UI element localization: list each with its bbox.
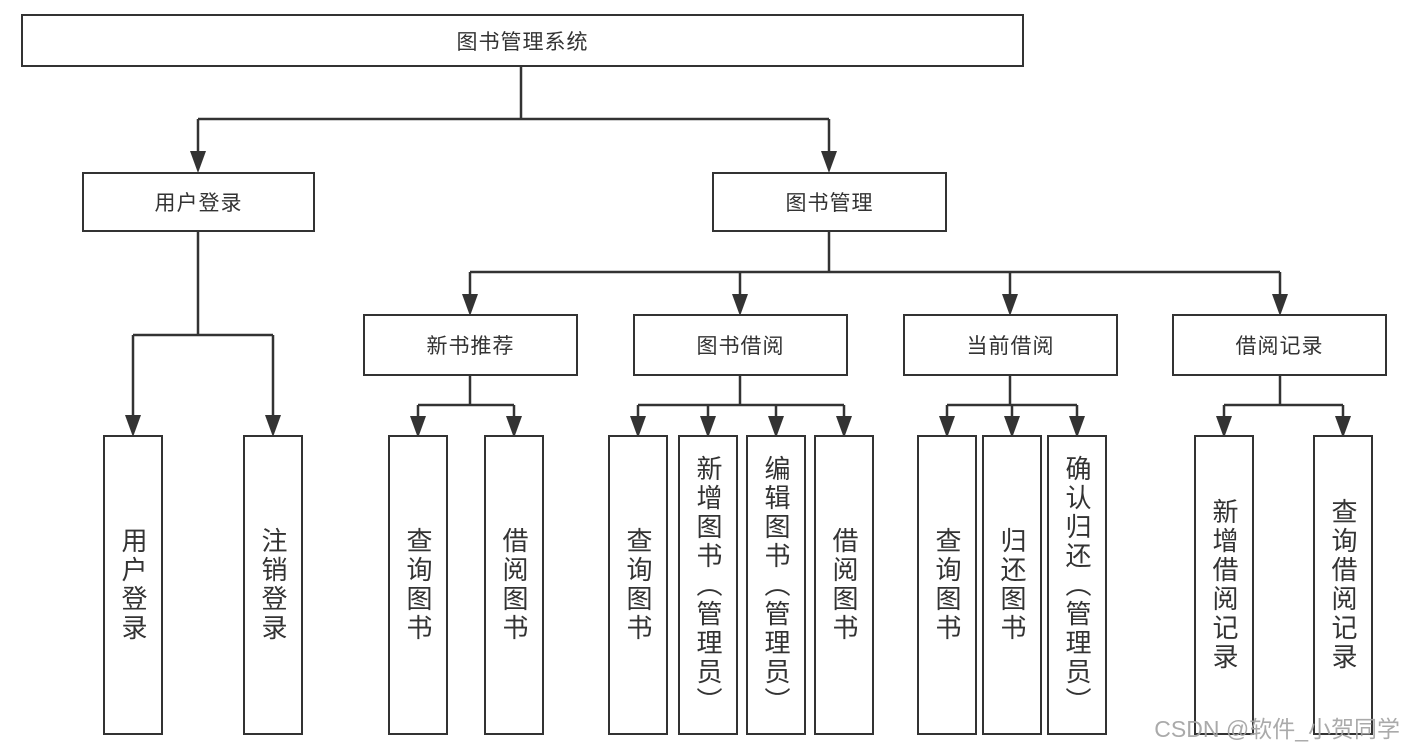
arrowhead xyxy=(1335,416,1351,438)
connector-new-book-to-leaves xyxy=(410,376,522,438)
arrowhead xyxy=(939,416,955,438)
node-library-system: 图书管理系统 xyxy=(21,14,1024,67)
node-leaf-add-books-admin: 新增图书（管理员） xyxy=(678,435,738,735)
node-leaf-confirm-return-admin: 确认归还（管理员） xyxy=(1047,435,1107,735)
connector-user-login-to-leaves xyxy=(125,232,281,437)
arrowhead xyxy=(190,151,206,173)
node-leaf-edit-books-admin: 编辑图书（管理员） xyxy=(746,435,806,735)
arrowhead xyxy=(1216,416,1232,438)
node-book-management: 图书管理 xyxy=(712,172,947,232)
node-borrowing-records: 借阅记录 xyxy=(1172,314,1387,376)
arrowhead xyxy=(821,151,837,173)
node-new-book-recommend: 新书推荐 xyxy=(363,314,578,376)
arrowhead xyxy=(125,415,141,437)
connector-root-to-level2 xyxy=(190,67,837,173)
watermark: CSDN @软件_小贺同学 xyxy=(1154,716,1400,742)
node-leaf-add-borrow-record: 新增借阅记录 xyxy=(1194,435,1254,735)
arrowhead xyxy=(506,416,522,438)
arrowhead xyxy=(1004,416,1020,438)
node-leaf-query-books: 查询图书 xyxy=(917,435,977,735)
arrowhead xyxy=(630,416,646,438)
arrowhead xyxy=(1002,294,1018,316)
node-leaf-logout: 注销登录 xyxy=(243,435,303,735)
arrowhead xyxy=(732,294,748,316)
node-leaf-query-books: 查询图书 xyxy=(388,435,448,735)
node-leaf-return-books: 归还图书 xyxy=(982,435,1042,735)
connector-current-borrow-to-leaves xyxy=(939,376,1085,438)
connector-borrow-records-to-leaves xyxy=(1216,376,1351,438)
node-leaf-borrow-books: 借阅图书 xyxy=(484,435,544,735)
node-current-borrowing: 当前借阅 xyxy=(903,314,1118,376)
node-leaf-query-books: 查询图书 xyxy=(608,435,668,735)
arrowhead xyxy=(768,416,784,438)
arrowhead xyxy=(462,294,478,316)
arrowhead xyxy=(700,416,716,438)
node-leaf-user-login: 用户登录 xyxy=(103,435,163,735)
node-leaf-query-borrow-record: 查询借阅记录 xyxy=(1313,435,1373,735)
connector-book-borrow-to-leaves xyxy=(630,376,852,438)
arrowhead xyxy=(1069,416,1085,438)
arrowhead xyxy=(836,416,852,438)
node-user-login: 用户登录 xyxy=(82,172,315,232)
arrowhead xyxy=(410,416,426,438)
connector-book-management-to-level3 xyxy=(462,232,1288,316)
node-book-borrowing: 图书借阅 xyxy=(633,314,848,376)
arrowhead xyxy=(1272,294,1288,316)
arrowhead xyxy=(265,415,281,437)
node-leaf-borrow-books: 借阅图书 xyxy=(814,435,874,735)
